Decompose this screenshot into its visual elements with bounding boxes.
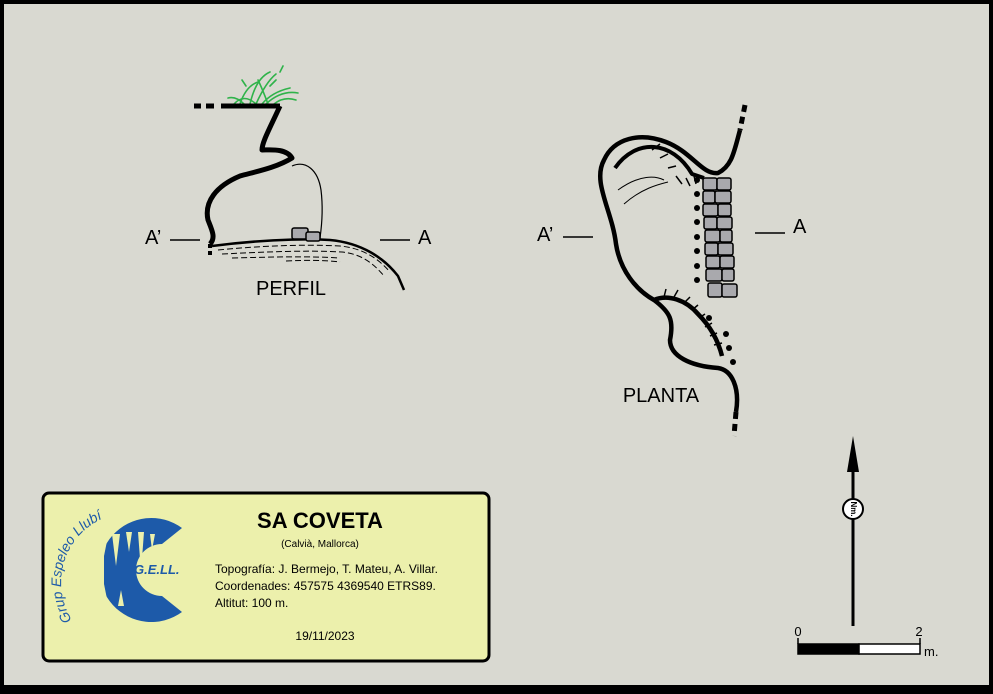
plan-thin-line xyxy=(623,181,669,205)
profile-label: PERFIL xyxy=(256,278,326,300)
plan-entrance-bottom xyxy=(731,411,739,437)
scale-tick-start: 0 xyxy=(794,624,801,639)
survey-title: SA COVETA xyxy=(257,508,383,533)
plan-wall-outer xyxy=(598,129,743,413)
info-line-2: Altitut: 100 m. xyxy=(215,596,288,610)
survey-date: 19/11/2023 xyxy=(295,629,354,643)
north-arrow-icon: Nm. xyxy=(842,436,864,626)
plan-entrance-top xyxy=(737,104,748,131)
scale-tick-end: 2 xyxy=(915,624,922,639)
plan-wall-inner xyxy=(613,144,705,180)
plan-label: PLANTA xyxy=(623,385,700,407)
scale-bar: 0 2 m. xyxy=(794,624,938,659)
plan-section-left: A’ xyxy=(537,224,553,246)
boulder xyxy=(305,231,321,242)
plan-view: A’ A PLANTA xyxy=(537,104,807,437)
wall-ticks-upper xyxy=(651,143,697,187)
profile-section-right: A xyxy=(418,227,432,249)
profile-floor xyxy=(211,238,406,291)
north-label: Nm. xyxy=(849,501,858,516)
profile-wall xyxy=(204,104,295,246)
logo-name: G.E.LL. xyxy=(134,562,180,577)
plan-section-right: A xyxy=(793,216,807,238)
profile-inner-wall xyxy=(291,163,323,239)
info-line-0: Topografía: J. Bermejo, T. Mateu, A. Vil… xyxy=(215,562,438,576)
pit-dots xyxy=(694,177,736,365)
profile-section-left: A’ xyxy=(145,227,161,249)
scale-unit: m. xyxy=(924,644,938,659)
profile-view: A’ A PERFIL xyxy=(145,65,432,300)
block-wall xyxy=(702,177,738,298)
sediment-hatching xyxy=(217,244,391,277)
info-box: Grup Espeleo Llubí G.E.LL. SA COVETA (Ca… xyxy=(41,491,491,663)
plan-thin-line xyxy=(617,176,665,191)
wall-ticks-lower xyxy=(663,288,723,346)
vegetation-icon xyxy=(227,65,299,105)
plan-wall-lower xyxy=(653,295,725,357)
info-line-1: Coordenades: 457575 4369540 ETRS89. xyxy=(215,579,436,593)
survey-subtitle: (Calvià, Mallorca) xyxy=(281,539,359,550)
